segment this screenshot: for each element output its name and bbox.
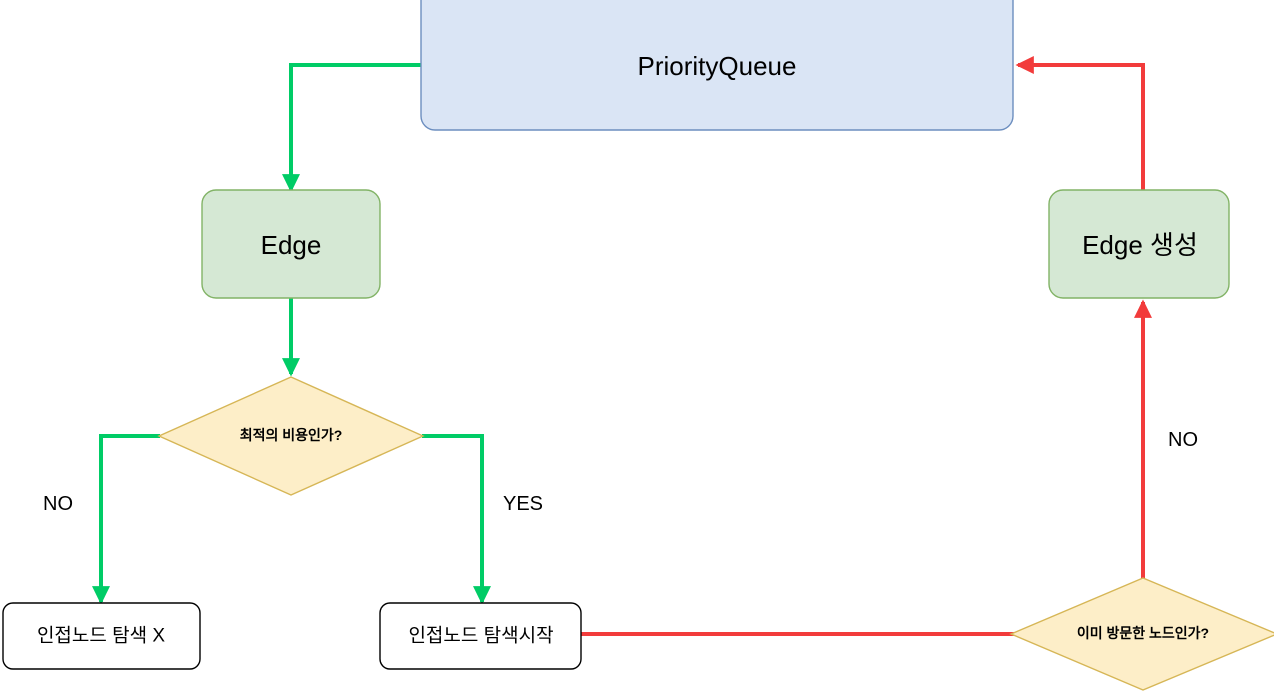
start-adjacent-search-label: 인접노드 탐색시작 [408,625,553,647]
already-visited-label: 이미 방문한 노드인가? [1077,625,1209,641]
start-adjacent-search-shape[interactable] [379,602,582,670]
priority-queue-label: PriorityQueue [638,51,797,81]
optimal-cost-shape[interactable] [157,376,425,496]
node-start-adjacent-search[interactable]: 인접노드 탐색시작 [379,602,582,670]
node-edge[interactable]: Edge [201,189,381,299]
edge-label-visited-no: NO [1168,429,1198,451]
node-no-adjacent-search[interactable]: 인접노드 탐색 X [2,602,201,670]
edge-label-optimal-yes: YES [503,493,543,515]
optimal-cost-label: 최적의 비용인가? [240,427,343,443]
no-adjacent-search-shape[interactable] [2,602,201,670]
connector-optimal-no [92,434,160,605]
node-optimal-cost[interactable]: 최적의 비용인가? [157,376,425,496]
already-visited-shape[interactable] [1009,577,1274,691]
edge-label-optimal-no: NO [43,493,73,515]
no-adjacent-search-label: 인접노드 탐색 X [37,625,165,647]
priority-queue-shape[interactable] [420,0,1014,131]
edge-create-label: Edge 생성 [1082,230,1198,260]
connector-create-to-queue [1015,56,1145,190]
edge-create-shape[interactable] [1048,189,1230,299]
edge-shape[interactable] [201,189,381,299]
node-edge-create[interactable]: Edge 생성 [1048,189,1230,299]
edge-label: Edge [261,230,322,260]
connector-layer [92,56,1152,636]
node-priority-queue[interactable]: PriorityQueue [420,0,1014,131]
connector-queue-to-edge [282,63,421,193]
connector-optimal-yes [422,434,491,605]
node-already-visited[interactable]: 이미 방문한 노드인가? [1009,577,1274,691]
